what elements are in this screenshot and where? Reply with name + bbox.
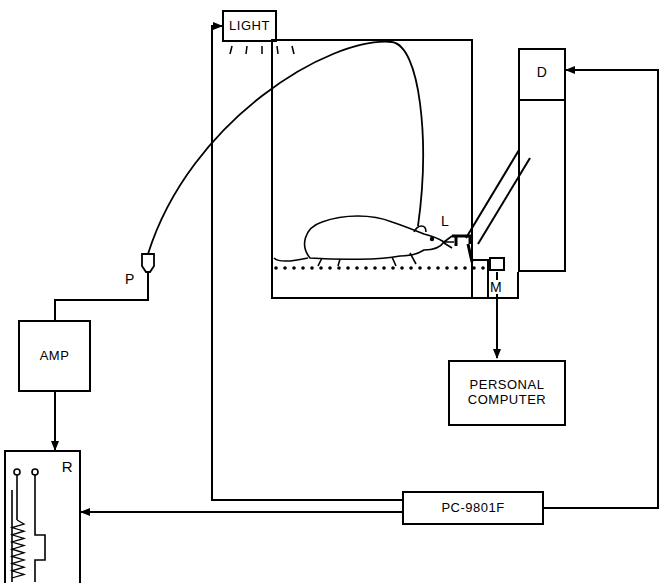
switch-label: M [489, 280, 503, 294]
signal-line [81, 511, 402, 513]
signal-line [212, 26, 402, 500]
rat [274, 216, 454, 266]
interface-box: PC-9801F [402, 491, 544, 525]
plug-wire [55, 272, 148, 320]
chamber [272, 40, 472, 298]
plug-label: P [124, 272, 135, 286]
computer-box: PERSONAL COMPUTER [448, 360, 566, 426]
dispenser-divider [519, 99, 565, 101]
lever [452, 236, 472, 262]
electrode-cable [148, 42, 423, 254]
signal-line [544, 70, 658, 508]
node-text: D [537, 64, 548, 80]
recorder-box: R [4, 450, 81, 583]
dispenser-box: D [518, 48, 566, 272]
signal-line [54, 392, 56, 450]
chute [466, 150, 519, 238]
node-text: R [62, 458, 73, 475]
node-text: AMP [40, 349, 70, 364]
node-text: PC-9801F [441, 501, 504, 516]
light-box: LIGHT [222, 10, 277, 42]
plug [142, 254, 154, 272]
node-text: PERSONAL COMPUTER [450, 378, 564, 408]
node-text: LIGHT [229, 19, 270, 34]
recorder-traces [12, 469, 45, 582]
microswitch [490, 258, 504, 270]
lever-label: L [440, 214, 450, 228]
amplifier-box: AMP [18, 320, 91, 392]
grid-floor [272, 264, 488, 272]
light-rays [230, 46, 294, 54]
trace [12, 520, 24, 578]
compartment [472, 260, 518, 298]
